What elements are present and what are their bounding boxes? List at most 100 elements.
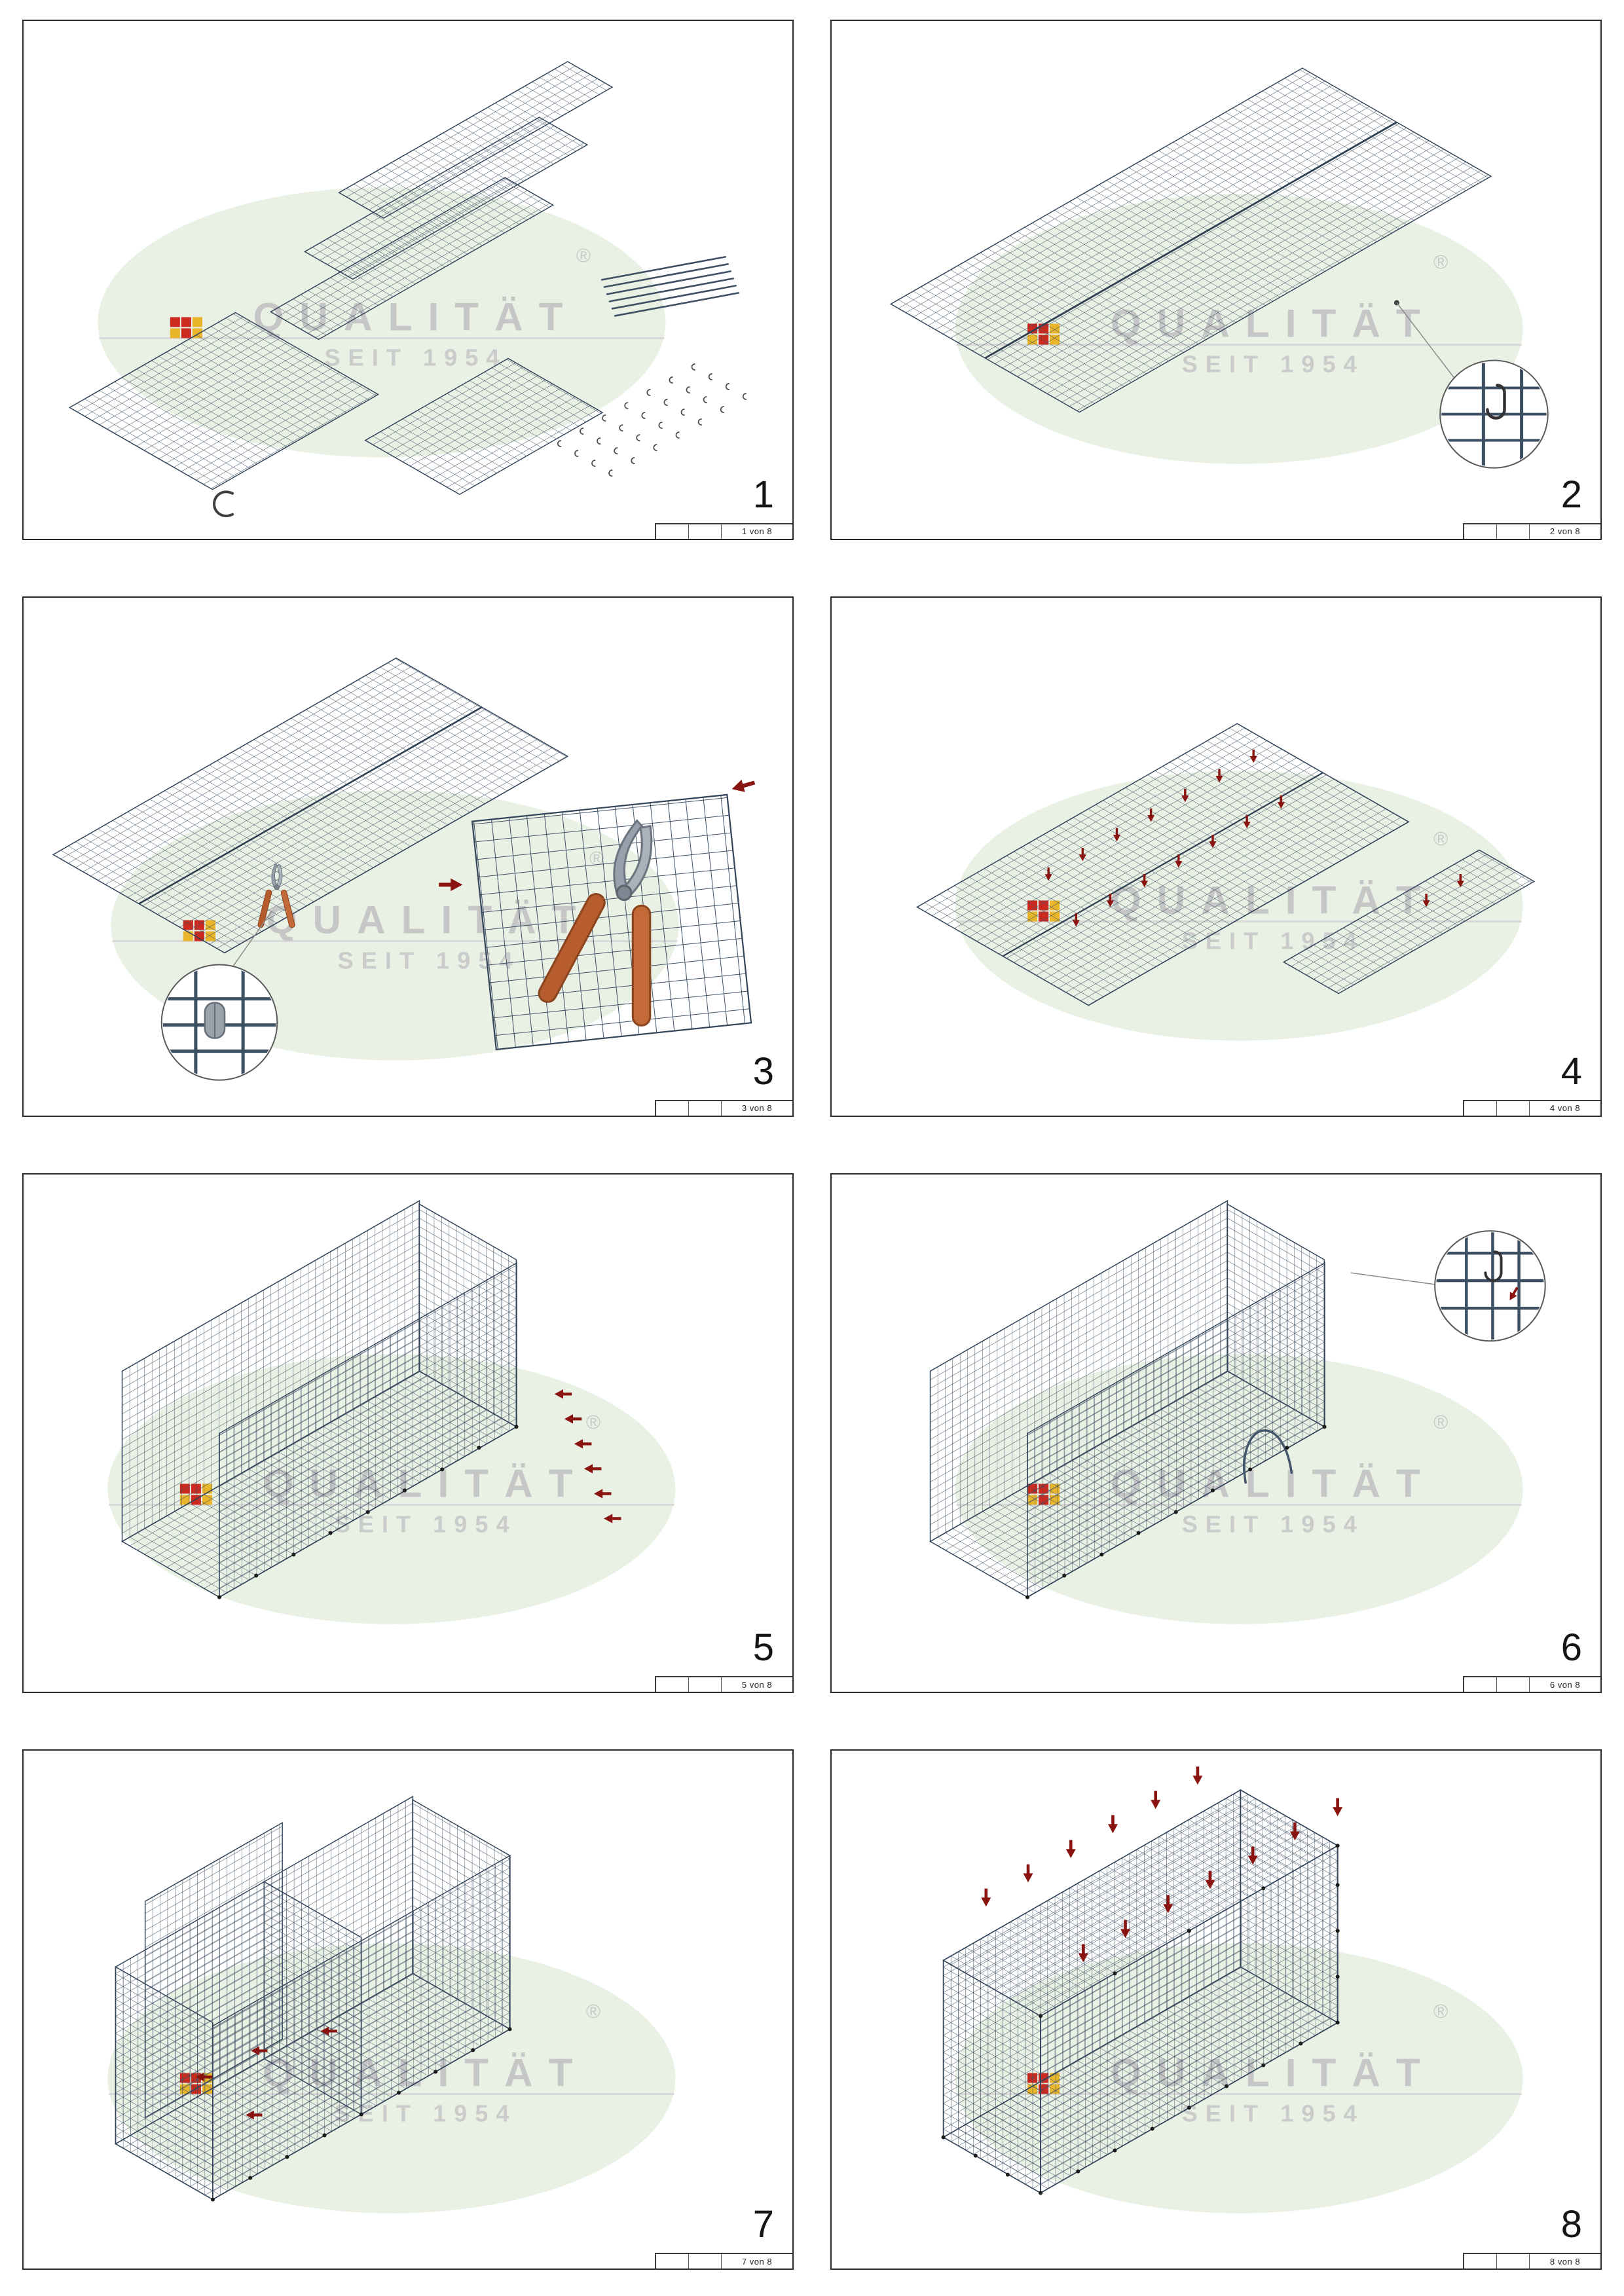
step-panel-2: 2 2 von 8 [830, 20, 1602, 540]
clip-icon [686, 386, 690, 393]
clip-icon [720, 406, 725, 413]
step-5-illustration [106, 1199, 676, 1625]
clip-icon [641, 412, 646, 419]
step-6-illustration [929, 1199, 1546, 1625]
clip-icon [591, 460, 596, 467]
title-block-field [689, 2254, 722, 2269]
detail-circle-clip-tool [160, 964, 278, 1081]
step-7-illustration [106, 1796, 676, 2215]
c-clip-icon [212, 490, 234, 517]
clip-icon [703, 396, 708, 403]
panel-seam [138, 706, 483, 904]
sheet-count-label: 7 von 8 [741, 2256, 773, 2267]
detail-circle-hook [1434, 1230, 1546, 1341]
red-arrow-icon [1151, 1791, 1161, 1810]
sheet-count-label: 4 von 8 [1549, 1103, 1581, 1113]
title-block-field [1497, 524, 1530, 539]
title-block-field [689, 1677, 722, 1692]
red-arrow-icon [1333, 1798, 1343, 1817]
red-arrow-icon [1107, 1815, 1118, 1834]
mesh-panel-medium [364, 357, 604, 496]
c-clip-icon [1486, 384, 1506, 420]
step-panel-1: 1 1 von 8 [22, 20, 794, 540]
mesh-detail-panel [471, 793, 752, 1051]
clip-icon [658, 422, 663, 429]
step-number: 2 [1560, 473, 1582, 516]
title-block-field [1497, 2254, 1530, 2269]
clip-icon [624, 402, 629, 409]
sheet-count-label: 1 von 8 [741, 526, 773, 537]
clip-icon [574, 450, 579, 457]
sheet-count-label: 6 von 8 [1549, 1679, 1581, 1690]
clip-icon [646, 389, 651, 396]
detail-leader-line [1396, 302, 1456, 380]
clip-icon [691, 363, 695, 371]
title-block: 7 von 8 [655, 2253, 792, 2269]
title-block-field [689, 524, 722, 539]
title-block-field [656, 1101, 689, 1116]
mesh-side-flap [1282, 849, 1536, 994]
red-arrow-icon [729, 776, 757, 795]
red-arrow-icon [1065, 1840, 1076, 1859]
fold-line [1002, 772, 1324, 957]
title-block-field [656, 2254, 689, 2269]
clip-icon [602, 414, 606, 422]
sheet-count-label: 5 von 8 [741, 1679, 773, 1690]
step-number: 3 [752, 1049, 774, 1093]
step-number: 6 [1560, 1626, 1582, 1669]
red-arrow-icon [981, 1888, 991, 1907]
step-8-illustration [941, 1766, 1524, 2215]
step-number: 4 [1560, 1049, 1582, 1093]
title-block: 3 von 8 [655, 1099, 792, 1116]
step-number: 7 [752, 2203, 774, 2246]
step-panel-3: 3 3 von 8 [22, 596, 794, 1117]
clip-icon [614, 447, 618, 454]
tie-points [941, 1844, 1340, 2195]
clip-icon [597, 437, 601, 445]
mesh-panel-large [68, 312, 380, 490]
spiral-rods [600, 256, 740, 317]
red-arrow-icon [1192, 1766, 1203, 1785]
title-block: 8 von 8 [1463, 2253, 1600, 2269]
clip-icon [608, 469, 613, 477]
step-4-illustration [915, 723, 1536, 1042]
panel-seam [984, 121, 1398, 359]
sheet-count-label: 8 von 8 [1549, 2256, 1581, 2267]
clip-icon [742, 393, 747, 400]
clip-icon [580, 428, 584, 435]
title-block-field [1497, 1101, 1530, 1116]
title-block-field [656, 524, 689, 539]
step-number: 5 [752, 1626, 774, 1669]
clip-icon [653, 444, 657, 451]
title-block: 6 von 8 [1463, 1676, 1600, 1692]
clip-icon [636, 434, 640, 441]
title-block-field [689, 1101, 722, 1116]
title-block: 5 von 8 [655, 1676, 792, 1692]
clip-icon [663, 399, 668, 406]
title-block: 4 von 8 [1463, 1099, 1600, 1116]
detail-leader-line [1350, 1271, 1437, 1285]
mesh-base-panel [889, 67, 1492, 413]
clip-icon [708, 373, 713, 380]
clip-icon [631, 457, 635, 464]
sheet-count-label: 3 von 8 [741, 1103, 773, 1113]
mesh-base-panel [52, 657, 569, 954]
clip-icon [669, 376, 673, 384]
detail-leader-line [228, 910, 272, 973]
red-arrow-icon [1023, 1864, 1033, 1883]
clip-icon [675, 431, 680, 439]
detail-circle-clip-connection [1439, 359, 1549, 469]
sheet-count-label: 2 von 8 [1549, 526, 1581, 537]
step-2-illustration [889, 67, 1549, 469]
step-1-illustration [68, 61, 747, 517]
title-block-field [1464, 2254, 1497, 2269]
step-panel-7: 7 7 von 8 [22, 1749, 794, 2270]
clip-icon [697, 418, 702, 426]
title-block-field [1464, 524, 1497, 539]
step-panel-8: 8 8 von 8 [830, 1749, 1602, 2270]
clip-icon [725, 383, 730, 390]
tie-points [210, 2027, 512, 2202]
mesh-panel-strip [269, 177, 555, 340]
step-number: 1 [752, 473, 774, 516]
